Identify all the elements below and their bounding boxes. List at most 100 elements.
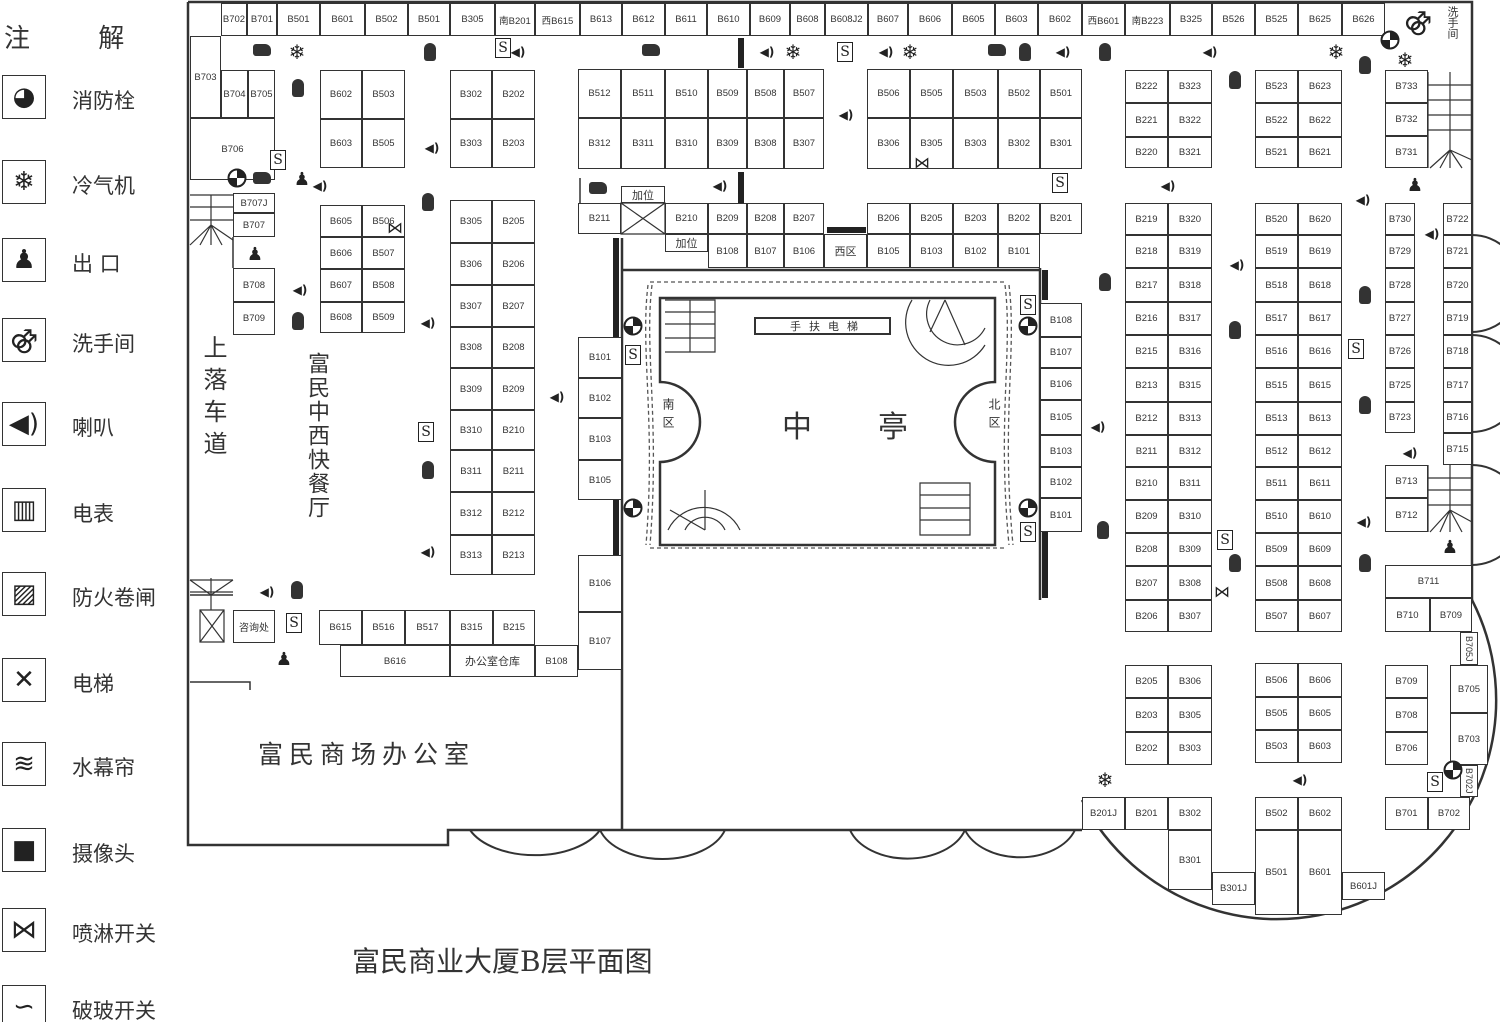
store-unit[interactable]: B510 — [1255, 500, 1298, 533]
store-unit[interactable]: B507 — [784, 69, 824, 118]
store-unit[interactable]: B206 — [867, 203, 910, 234]
store-unit[interactable]: 西区 — [824, 234, 867, 268]
store-unit[interactable]: B219 — [1125, 203, 1168, 235]
store-unit[interactable]: B728 — [1385, 268, 1415, 302]
store-unit[interactable]: B612 — [622, 3, 665, 36]
store-unit[interactable]: B102 — [1040, 467, 1082, 498]
store-unit[interactable]: B211 — [1125, 435, 1168, 467]
store-unit[interactable]: B703 — [1450, 713, 1488, 765]
store-unit[interactable]: B103 — [578, 418, 622, 460]
store-unit[interactable]: B310 — [450, 410, 492, 450]
store-unit[interactable]: B503 — [1255, 730, 1298, 763]
store-unit[interactable]: B620 — [1298, 203, 1342, 235]
store-unit[interactable]: B201J — [1082, 797, 1125, 830]
store-unit[interactable]: B608J2 — [825, 3, 868, 36]
store-unit[interactable]: B306 — [450, 243, 492, 285]
store-unit[interactable]: B503 — [953, 69, 998, 118]
store-unit[interactable]: B703 — [190, 36, 221, 118]
store-unit[interactable]: B610 — [1298, 500, 1342, 533]
store-unit[interactable]: B511 — [1255, 467, 1298, 500]
store-unit[interactable]: B501 — [1040, 69, 1082, 118]
store-unit[interactable]: B308 — [1168, 566, 1212, 600]
store-unit[interactable]: B733 — [1385, 70, 1428, 103]
store-unit[interactable]: B313 — [1168, 402, 1212, 435]
store-unit[interactable]: B315 — [1168, 368, 1212, 402]
store-unit[interactable]: B320 — [1168, 203, 1212, 235]
store-unit[interactable]: B108 — [535, 645, 578, 677]
store-unit[interactable]: B212 — [492, 492, 535, 535]
store-unit[interactable]: B708 — [233, 268, 275, 302]
store-unit[interactable]: B616 — [340, 645, 450, 677]
store-unit[interactable]: B501 — [1255, 830, 1298, 915]
store-unit[interactable]: B603 — [1298, 730, 1342, 763]
store-unit[interactable]: B505 — [362, 119, 405, 168]
store-unit[interactable]: B312 — [450, 492, 492, 535]
store-unit[interactable]: 西B601 — [1082, 3, 1125, 36]
store-unit[interactable]: B310 — [665, 118, 708, 169]
store-unit[interactable]: B303 — [1168, 732, 1212, 765]
store-unit[interactable]: B207 — [1125, 566, 1168, 600]
store-unit[interactable]: B605 — [1298, 697, 1342, 730]
store-unit[interactable]: B709 — [233, 302, 275, 335]
store-unit[interactable]: B615 — [1298, 368, 1342, 402]
store-unit[interactable]: B303 — [450, 119, 492, 168]
store-unit[interactable]: B608 — [790, 3, 825, 36]
store-unit[interactable]: B310 — [1168, 500, 1212, 533]
store-unit[interactable]: B718 — [1443, 335, 1472, 368]
store-unit[interactable]: B211 — [492, 450, 535, 492]
store-unit[interactable]: B608 — [320, 302, 362, 333]
store-unit[interactable]: B106 — [1040, 368, 1082, 400]
store-unit[interactable]: B502 — [998, 69, 1040, 118]
store-unit[interactable]: B707 — [233, 213, 275, 237]
store-unit[interactable]: B731 — [1385, 136, 1428, 168]
store-unit[interactable]: B617 — [1298, 302, 1342, 335]
store-unit[interactable]: B312 — [578, 118, 621, 169]
store-unit[interactable]: B311 — [621, 118, 665, 169]
store-unit[interactable]: B523 — [1255, 70, 1298, 103]
store-unit[interactable]: B307 — [1168, 600, 1212, 632]
store-unit[interactable]: B525 — [1255, 3, 1298, 36]
store-unit[interactable]: 办公室仓库 — [450, 645, 535, 677]
store-unit[interactable]: B723 — [1385, 402, 1415, 433]
store-unit[interactable]: B623 — [1298, 70, 1342, 103]
store-unit[interactable]: B626 — [1342, 3, 1385, 36]
store-unit[interactable]: B208 — [492, 327, 535, 368]
store-unit[interactable]: B702 — [1428, 797, 1470, 830]
store-unit[interactable]: B107 — [1040, 337, 1082, 368]
store-unit[interactable]: B727 — [1385, 302, 1415, 335]
store-unit[interactable]: B302 — [450, 70, 492, 119]
store-unit[interactable]: B608 — [1298, 566, 1342, 600]
store-unit[interactable]: B107 — [747, 234, 784, 268]
store-unit[interactable]: B103 — [1040, 435, 1082, 467]
store-unit[interactable]: B706 — [1385, 732, 1428, 765]
store-unit[interactable]: B517 — [405, 610, 450, 645]
store-unit[interactable]: B506 — [362, 205, 405, 237]
store-unit[interactable]: B701 — [247, 3, 277, 36]
store-unit[interactable]: B503 — [362, 70, 405, 119]
store-unit[interactable]: B513 — [1255, 402, 1298, 435]
store-unit[interactable]: B506 — [867, 69, 910, 118]
store-unit[interactable]: B516 — [362, 610, 405, 645]
store-unit[interactable]: B208 — [747, 203, 784, 234]
store-unit[interactable]: B325 — [1170, 3, 1212, 36]
store-unit[interactable]: B603 — [320, 119, 362, 168]
store-unit[interactable]: B321 — [1168, 137, 1212, 168]
store-unit[interactable]: B501 — [408, 3, 450, 36]
store-unit[interactable]: B103 — [910, 234, 953, 268]
store-unit[interactable]: B308 — [747, 118, 784, 169]
store-unit[interactable]: B309 — [450, 368, 492, 410]
store-unit[interactable]: B602 — [1038, 3, 1082, 36]
store-unit[interactable]: B201 — [1125, 797, 1168, 830]
store-unit[interactable]: B606 — [1298, 663, 1342, 697]
store-unit[interactable]: B508 — [1255, 566, 1298, 600]
store-unit[interactable]: B220 — [1125, 137, 1168, 168]
store-unit[interactable]: B606 — [908, 3, 952, 36]
store-unit[interactable]: B512 — [578, 69, 621, 118]
store-unit[interactable]: B505 — [910, 69, 953, 118]
store-unit[interactable]: B202 — [998, 203, 1040, 234]
store-unit[interactable]: B502 — [1255, 797, 1298, 830]
store-unit[interactable]: B602 — [1298, 797, 1342, 830]
store-unit[interactable]: B605 — [320, 205, 362, 237]
store-unit[interactable]: B302 — [998, 118, 1040, 169]
store-unit[interactable]: B311 — [1168, 467, 1212, 500]
